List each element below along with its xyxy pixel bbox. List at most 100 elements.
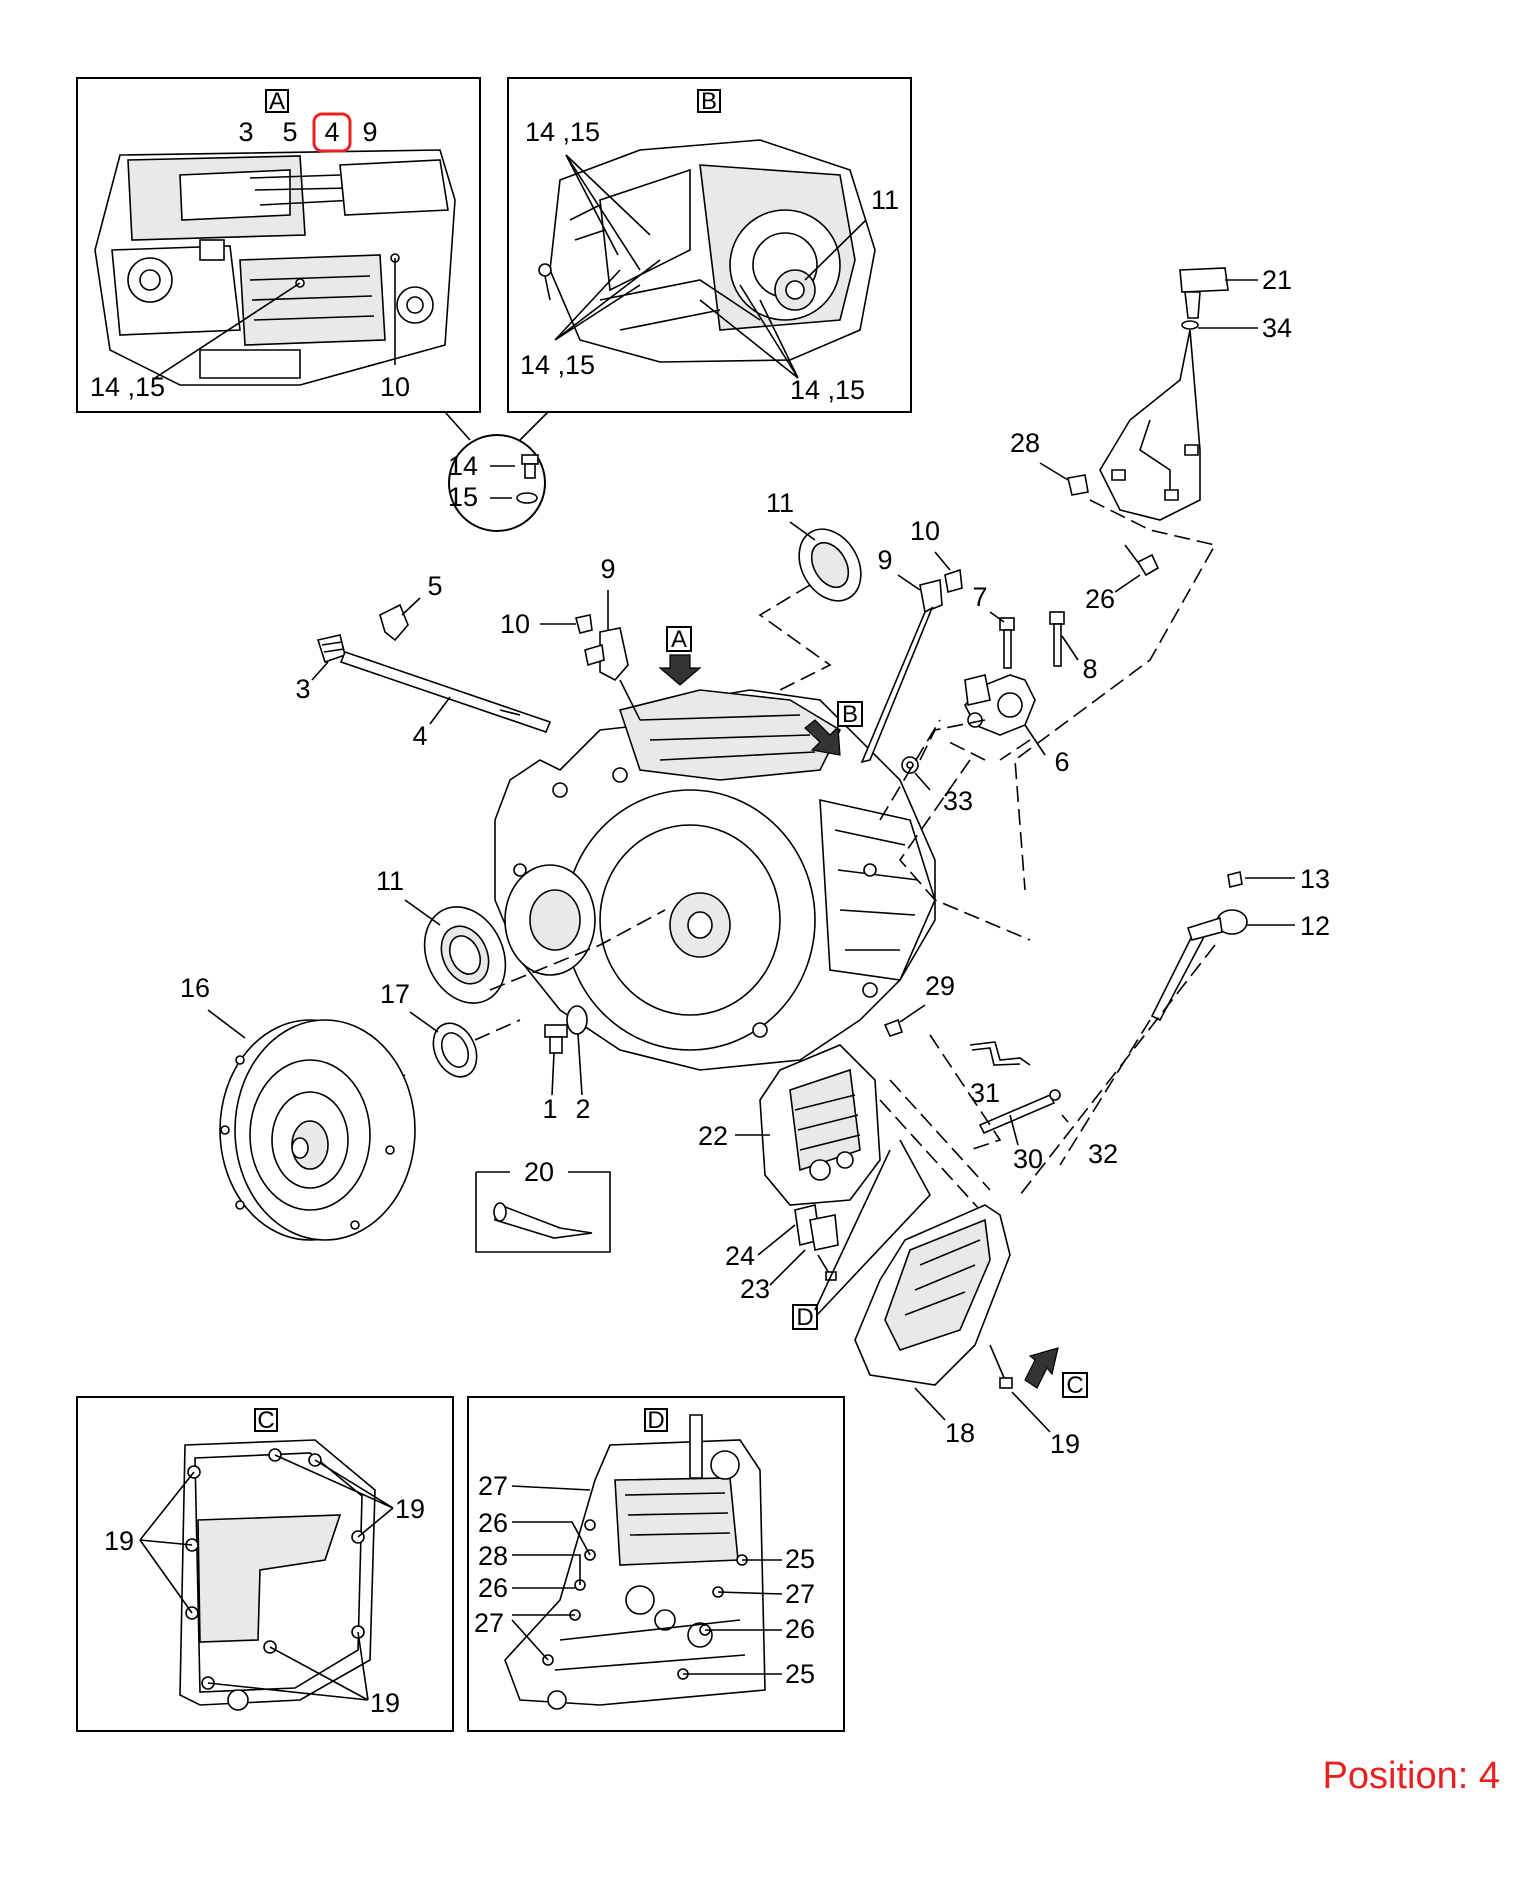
callout-4: 4 [412, 721, 427, 751]
view-arrow-d: D [792, 1139, 931, 1331]
part-2-washer: 2 [566, 1005, 591, 1124]
callout-detail-14: 14 [448, 451, 478, 481]
callout-6: 6 [1054, 747, 1069, 777]
part-29-bolt: 29 [883, 971, 955, 1037]
callout-32: 32 [1088, 1139, 1118, 1169]
callout-2: 2 [575, 1094, 590, 1124]
part-13-bolt: 13 [1019, 864, 1330, 1196]
view-arrow-b: B [804, 701, 863, 756]
part-6-range-switch: 6 [944, 674, 1070, 777]
part-31-pipe: 31 [969, 1041, 1031, 1108]
callout-c-19-left: 19 [104, 1526, 134, 1556]
callout-29: 29 [925, 971, 955, 1001]
inset-a-transmission-top-view [94, 149, 456, 386]
callout-label: D [796, 1304, 813, 1331]
callout-34: 34 [1262, 313, 1292, 343]
part-11-seal-mid: 11 [376, 866, 666, 1004]
inset-b: B 14 ,15 11 14 ,15 14 ,15 [507, 77, 912, 413]
transmission-case [494, 689, 936, 1071]
inset-c: C 19 19 19 [76, 1396, 454, 1732]
callout-a-5: 5 [282, 117, 297, 147]
part-19-bolt: 19 [989, 1344, 1080, 1459]
callout-30: 30 [1013, 1144, 1043, 1174]
part-3-plug: 3 [295, 634, 346, 704]
callout-b-14-15-bottom: 14 ,15 [520, 350, 595, 380]
part-20-sealant-box: 20 [475, 1157, 611, 1253]
callout-31: 31 [970, 1078, 1000, 1108]
callout-13: 13 [1300, 864, 1330, 894]
callout-label: B [842, 701, 858, 728]
callout-5: 5 [427, 571, 442, 601]
callout-3: 3 [295, 674, 310, 704]
position-indicator: Position: 4 [1323, 1755, 1500, 1797]
callout-c-19-right: 19 [395, 1494, 425, 1524]
callout-detail-15: 15 [448, 482, 478, 512]
callout-a-9: 9 [362, 117, 377, 147]
callout-20: 20 [524, 1157, 554, 1187]
part-4-shaft: 4 [339, 650, 552, 751]
callout-b-14-15-top: 14 ,15 [525, 117, 600, 147]
callout-b-11: 11 [871, 185, 899, 215]
callout-24: 24 [725, 1241, 755, 1271]
callout-a-10: 10 [380, 372, 410, 402]
callout-a-14-15: 14 ,15 [90, 372, 165, 402]
callout-7: 7 [972, 582, 987, 612]
callout-8: 8 [1082, 654, 1097, 684]
callout-19-main: 19 [1050, 1429, 1080, 1459]
callout-9-right: 9 [877, 545, 892, 575]
callout-d-26-right: 26 [785, 1614, 815, 1644]
callout-d-26-top: 26 [478, 1508, 508, 1538]
view-arrow-c: C [1024, 1347, 1088, 1399]
part-28-clip: 28 [1010, 428, 1217, 891]
callout-d-25-top: 25 [785, 1544, 815, 1574]
callout-d-26-mid: 26 [478, 1573, 508, 1603]
view-arrow-a: A [658, 626, 702, 686]
callout-a-4: 4 [324, 117, 339, 147]
callout-10-left: 10 [500, 609, 530, 639]
callout-33: 33 [943, 786, 973, 816]
callout-d-25-bottom: 25 [785, 1659, 815, 1689]
callout-b-14-15-right: 14 ,15 [790, 375, 865, 405]
part-30-rod: 30 [978, 1089, 1061, 1174]
callout-18: 18 [945, 1418, 975, 1448]
callout-label: A [671, 626, 687, 653]
part-12-dipstick: 12 [1150, 909, 1330, 1022]
callout-10-right: 10 [910, 516, 940, 546]
bolt-detail-circle: 14 15 [444, 411, 549, 532]
part-21-connector: 21 [1179, 265, 1292, 319]
inset-c-label: C [257, 1407, 274, 1434]
callout-26-main: 26 [1085, 584, 1115, 614]
part-24-filter: 24 [725, 1204, 839, 1271]
inset-a-label: A [269, 88, 285, 115]
inset-c-oil-pan-bottom [179, 1439, 376, 1711]
part-22-valve-body: 22 [698, 1044, 991, 1211]
part-16-torque-converter: 16 [180, 973, 416, 1241]
callout-11-mid: 11 [376, 866, 404, 896]
part-5-clip: 5 [379, 571, 443, 642]
part-18-oil-pan: 18 [854, 1204, 1011, 1448]
part-26-bolt: 26 [1085, 544, 1160, 614]
callout-c-19-bottom: 19 [370, 1688, 400, 1718]
callout-12: 12 [1300, 911, 1330, 941]
part-9-sensor: 9 10 [500, 554, 641, 721]
callout-23: 23 [740, 1274, 770, 1304]
part-9-speed-sensor-right: 9 10 [860, 516, 963, 764]
callout-28-main: 28 [1010, 428, 1040, 458]
callout-d-27-right: 27 [785, 1579, 815, 1609]
callout-11-top: 11 [766, 488, 794, 518]
callout-d-28: 28 [478, 1541, 508, 1571]
callout-d-27-left: 27 [474, 1608, 504, 1638]
callout-d-27-top: 27 [478, 1471, 508, 1501]
part-8-bolt: 8 [1049, 611, 1098, 684]
callout-17: 17 [380, 979, 410, 1009]
part-7-bolt: 7 [972, 582, 1015, 669]
callout-1: 1 [542, 1094, 557, 1124]
switch-leader-dashes [879, 719, 1031, 941]
part-1-plug: 1 [542, 1024, 568, 1124]
inset-a: A 3 5 4 9 14 ,15 10 [76, 77, 481, 413]
highlight-ring [312, 112, 352, 153]
part-33-nut: 33 [901, 719, 986, 816]
callout-21: 21 [1262, 265, 1292, 295]
callout-9-left: 9 [600, 554, 615, 584]
